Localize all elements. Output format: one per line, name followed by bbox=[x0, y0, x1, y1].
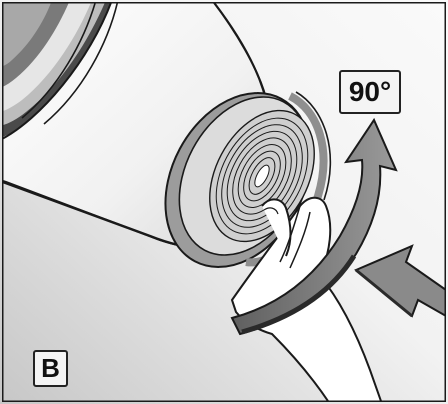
rotation-angle-label: 90° bbox=[339, 70, 401, 114]
device-rim bbox=[2, 2, 118, 138]
step-label: B bbox=[33, 350, 68, 387]
push-arrow bbox=[354, 244, 446, 318]
rotation-arrow bbox=[230, 117, 398, 336]
